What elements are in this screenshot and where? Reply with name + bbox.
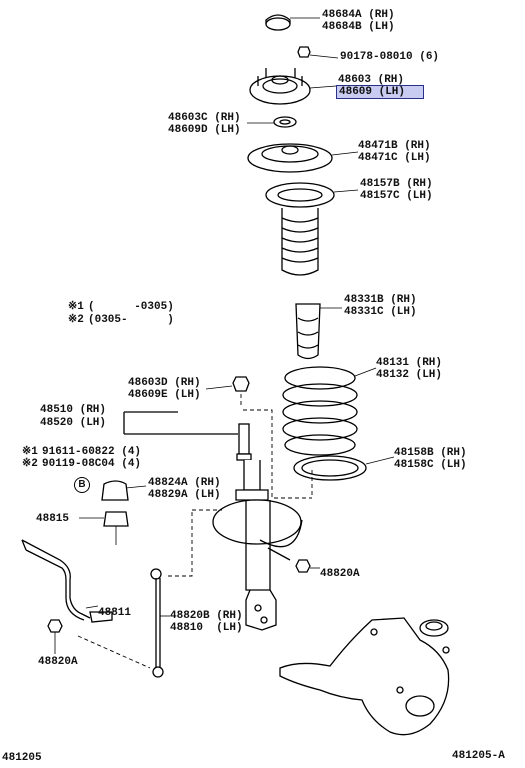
lower-insulator-part — [293, 455, 395, 481]
label-48824a: 48824A (RH) — [148, 477, 221, 489]
label-48157b: 48157B (RH) — [360, 178, 433, 190]
circle-b-label: B — [78, 479, 86, 490]
bolt-1-mark: ※1 — [22, 446, 38, 458]
footer-code-left: 481205 — [2, 752, 42, 764]
label-48820a-right: 48820A — [320, 568, 360, 580]
nut-part — [297, 46, 339, 59]
label-48157c: 48157C (LH) — [360, 190, 433, 202]
label-48603: 48603 (RH) — [338, 74, 405, 86]
label-48820a-left: 48820A — [38, 656, 78, 668]
label-48684b: 48684B (LH) — [322, 21, 395, 33]
label-48131: 48131 (RH) — [376, 357, 443, 369]
label-48132: 48132 (LH) — [376, 369, 443, 381]
label-48603c: 48603C (RH) — [168, 112, 241, 124]
label-48331b: 48331B (RH) — [344, 294, 417, 306]
note-2-mark: ※2 — [68, 314, 84, 326]
link-nut-right-part — [295, 559, 320, 573]
label-48811: 48811 — [98, 607, 132, 619]
shock-absorber-part — [123, 411, 303, 631]
label-48609e: 48609E (LH) — [128, 389, 201, 401]
link-nut-left-part — [47, 619, 63, 654]
strut-nut-part — [205, 376, 250, 392]
steering-knuckle-part — [279, 617, 450, 736]
dust-cap-part — [265, 14, 320, 31]
spring-insulator-part — [265, 182, 359, 276]
label-48603d: 48603D (RH) — [128, 377, 201, 389]
label-48471c: 48471C (LH) — [358, 152, 431, 164]
strut-support-part — [249, 68, 337, 105]
label-48609d: 48609D (LH) — [168, 124, 241, 136]
label-48829a: 48829A (LH) — [148, 489, 221, 501]
bracket-part — [101, 480, 147, 501]
label-48684a: 48684A (RH) — [322, 9, 395, 21]
label-90178: 90178-08010 (6) — [340, 51, 440, 63]
label-48520: 48520 (LH) — [40, 417, 107, 429]
coil-spring-part — [282, 366, 377, 456]
label-48609-highlighted: 48609 (LH) — [336, 85, 424, 99]
label-48471b: 48471B (RH) — [358, 140, 431, 152]
label-48158b: 48158B (RH) — [394, 447, 467, 459]
label-91611: 91611-60822 (4) — [42, 446, 142, 458]
footer-code-right: 481205-A — [452, 750, 505, 762]
label-48815: 48815 — [36, 513, 70, 525]
note-1-mark: ※1 — [68, 301, 84, 313]
label-48331c: 48331C (LH) — [344, 306, 417, 318]
upper-spring-seat-part — [247, 143, 359, 173]
label-90119: 90119-08C04 (4) — [42, 458, 142, 470]
bushing-part — [79, 511, 129, 545]
stabilizer-link-part — [150, 568, 170, 678]
bolt-2-mark: ※2 — [22, 458, 38, 470]
label-48158c: 48158C (LH) — [394, 459, 467, 471]
stabilizer-bar-part — [21, 539, 113, 623]
note-1-text: ( -0305) — [88, 301, 174, 313]
bump-stopper-part — [295, 303, 342, 360]
label-48820b: 48820B (RH) — [170, 610, 243, 622]
note-2-text: (0305- ) — [88, 314, 174, 326]
label-48510: 48510 (RH) — [40, 404, 107, 416]
circle-b-marker: B — [74, 477, 90, 493]
label-48810: 48810 (LH) — [170, 622, 243, 634]
bearing-part — [247, 116, 297, 128]
